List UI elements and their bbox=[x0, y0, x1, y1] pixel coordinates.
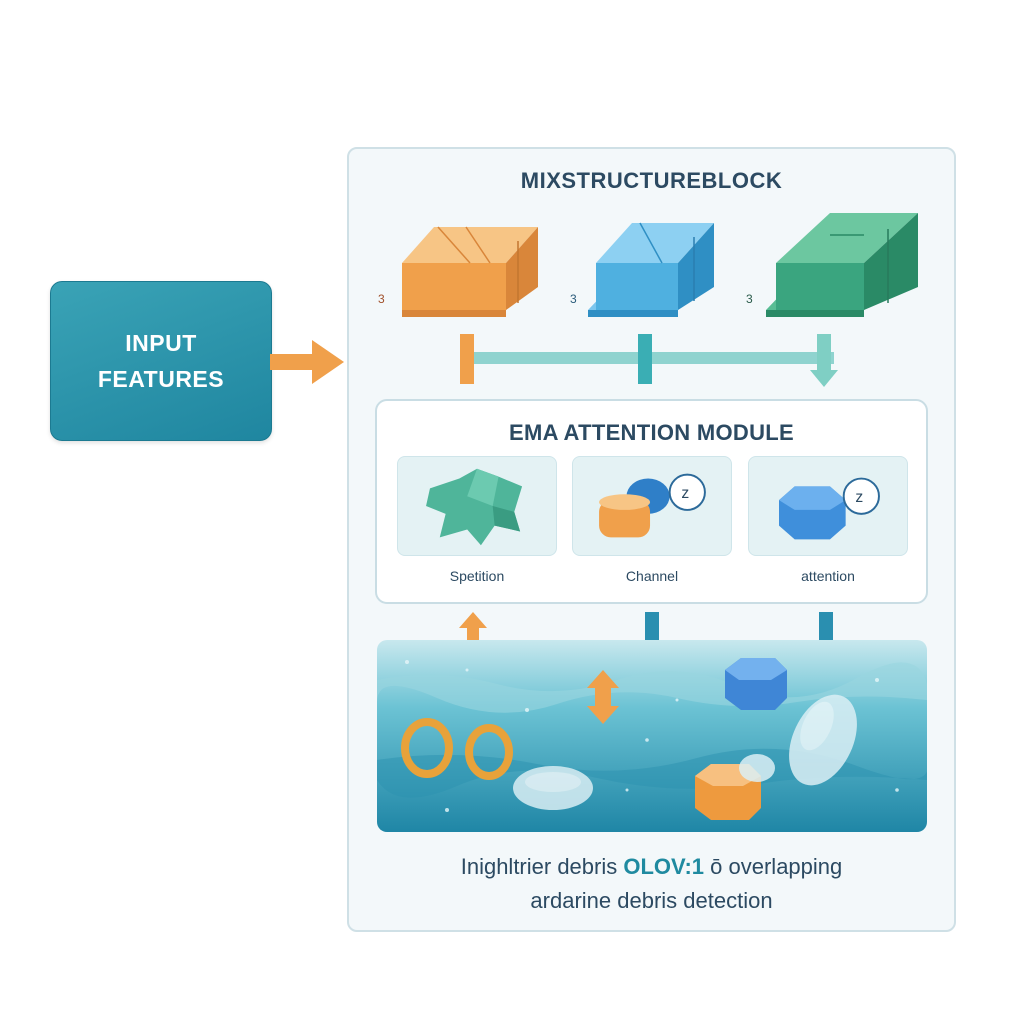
attention-card-label: attention bbox=[801, 568, 855, 584]
structure-cubes: 3 3 3 bbox=[378, 213, 918, 317]
spatial-card-label: Spetition bbox=[449, 568, 505, 584]
input-features-line2: FEATURES bbox=[97, 366, 225, 392]
orange-cube bbox=[402, 226, 538, 317]
marine-debris-scene bbox=[377, 640, 927, 832]
input-features-line1: INPUT bbox=[125, 330, 197, 356]
attention-shape-icon: z bbox=[779, 477, 880, 540]
plastic-bottle-debris bbox=[513, 694, 857, 810]
svg-text:z: z bbox=[855, 489, 863, 506]
blue-container-debris bbox=[725, 658, 787, 710]
channel-shape-icon: z bbox=[599, 473, 706, 538]
input-to-block-arrow bbox=[270, 340, 344, 384]
green-cube bbox=[766, 213, 918, 317]
spatial-shape-icon bbox=[426, 468, 523, 546]
caption-line1: Inighltrier debris OLOV:1 ō overlapping bbox=[460, 854, 843, 879]
attention-card: z bbox=[748, 456, 908, 556]
channel-card-label: Channel bbox=[625, 568, 679, 584]
diagram-caption: Inighltrier debris OLOV:1 ō overlapping … bbox=[347, 850, 956, 918]
green-cube-label: 3 bbox=[746, 292, 753, 306]
block-title: MIXSTRUCTUREBLOCK bbox=[520, 168, 783, 193]
channel-card: z bbox=[572, 456, 732, 556]
center-double-arrow bbox=[587, 670, 619, 724]
orange-ring-debris bbox=[401, 718, 513, 780]
orange-container-debris bbox=[695, 754, 775, 820]
input-features-box: INPUT FEATURES bbox=[50, 281, 272, 441]
blue-cube bbox=[588, 222, 714, 317]
svg-text:z: z bbox=[681, 485, 689, 502]
block-connector bbox=[460, 334, 838, 387]
orange-cube-label: 3 bbox=[378, 292, 385, 306]
ema-title: EMA ATTENTION MODULE bbox=[508, 420, 795, 445]
spatial-card bbox=[397, 456, 557, 556]
caption-line2: ardarine debris detection bbox=[530, 888, 773, 913]
blue-cube-label: 3 bbox=[570, 292, 577, 306]
caption-highlight: OLOV:1 bbox=[623, 854, 705, 879]
